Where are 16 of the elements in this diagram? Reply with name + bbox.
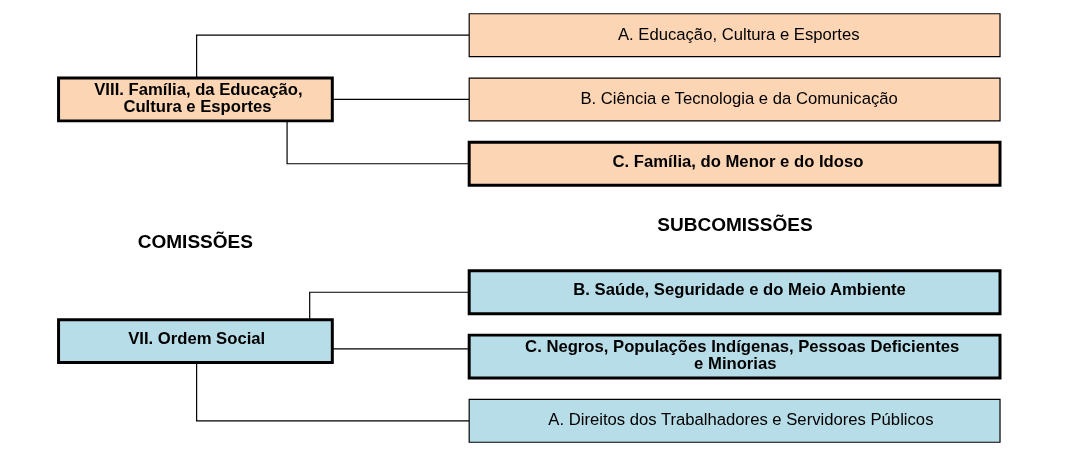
connector <box>196 34 470 78</box>
node-box: B. Ciência e Tecnologia e da Comunicação <box>468 76 1001 121</box>
node-box: C. Negros, Populações Indígenas, Pessoas Deficientes e Minorias <box>467 333 1002 379</box>
node-box: B. Saúde, Seguridade e do Meio Ambiente <box>467 268 1002 315</box>
label: COMISSÕES <box>137 230 253 252</box>
node-box: A. Direitos dos Trabalhadores e Servidores Públicos <box>468 398 1001 443</box>
node-box: VIII. Família, da Educação, Cultura e Esportes <box>57 76 334 122</box>
connector <box>331 98 470 100</box>
connector <box>331 347 470 349</box>
connector <box>196 361 470 421</box>
connector <box>286 120 470 164</box>
node-box: C. Família, do Menor e do Idoso <box>467 140 1002 187</box>
label: SUBCOMISSÕES <box>657 213 813 235</box>
node-box: A. Educação, Cultura e Esportes <box>468 12 1001 57</box>
connector <box>309 291 470 320</box>
node-box: VII. Ordem Social <box>57 317 334 364</box>
